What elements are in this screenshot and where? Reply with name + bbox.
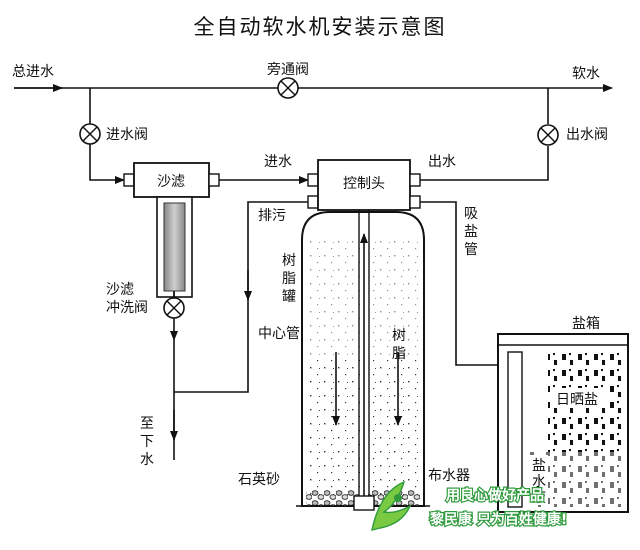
bypass-valve-icon — [277, 77, 299, 99]
label-control-head: 控制头 — [343, 176, 385, 192]
label-brine-2: 水 — [532, 474, 546, 490]
label-inlet: 进水 — [264, 154, 292, 170]
watermark-line-1: 用良心做好产品 — [446, 487, 544, 504]
label-resin-2: 脂 — [392, 346, 406, 362]
watermark: 用良心做好产品 黎民康 只为百姓健康! — [371, 480, 568, 531]
label-brine-1: 盐 — [532, 458, 546, 474]
label-center-tube: 中心管 — [258, 326, 300, 342]
watermark-line-2: 黎民康 只为百姓健康! — [430, 511, 567, 528]
sand-filter-port-out — [208, 173, 220, 187]
label-brine-suction-3: 管 — [464, 242, 478, 258]
label-outlet-valve: 出水阀 — [566, 127, 608, 143]
label-soft-water: 软水 — [572, 66, 600, 82]
control-port-out — [409, 173, 421, 187]
label-sand-flush-valve-1: 沙滤 — [106, 282, 134, 298]
label-quartz-sand: 石英砂 — [238, 471, 280, 488]
control-port-brine — [409, 195, 421, 209]
label-resin-tank-3: 罐 — [282, 289, 296, 305]
label-to-drain-1: 至 — [140, 416, 154, 432]
brine-well — [507, 351, 523, 508]
watermark-leaf-icon — [371, 480, 412, 531]
label-resin-tank-2: 脂 — [282, 271, 296, 287]
label-brine-3: 液 — [532, 490, 546, 506]
label-sun-salt: 日晒盐 — [556, 392, 598, 408]
label-brine-suction-2: 盐 — [464, 224, 478, 240]
label-sand-flush-valve-2: 冲洗阀 — [106, 300, 148, 316]
label-main-inlet: 总进水 — [12, 64, 54, 80]
label-bypass-valve: 旁通阀 — [267, 61, 309, 78]
control-port-drain — [307, 195, 319, 209]
sand-filter-port-in — [123, 173, 135, 187]
outlet-valve-icon — [537, 124, 559, 146]
control-port-in — [307, 173, 319, 187]
label-outlet: 出水 — [428, 154, 456, 170]
label-to-drain-3: 水 — [140, 452, 154, 468]
label-drain: 排污 — [258, 208, 286, 224]
label-to-drain-2: 下 — [140, 434, 154, 450]
diagram-title: 全自动软水机安装示意图 — [194, 15, 447, 39]
sand-filter-media — [163, 202, 186, 292]
label-sand-filter: 沙滤 — [157, 174, 185, 190]
label-resin-tank-1: 树 — [282, 253, 296, 269]
to-sand-filter-pipe — [89, 144, 125, 184]
inlet-valve-icon — [79, 123, 101, 145]
label-brine-suction-1: 吸 — [464, 206, 478, 222]
label-inlet-valve: 进水阀 — [106, 127, 148, 143]
label-salt-box: 盐箱 — [572, 316, 600, 332]
distributor — [353, 495, 375, 511]
label-resin-1: 树 — [392, 328, 406, 344]
label-distributor: 布水器 — [428, 468, 470, 484]
control-head — [317, 159, 411, 211]
control-outlet-pipe — [420, 146, 549, 181]
